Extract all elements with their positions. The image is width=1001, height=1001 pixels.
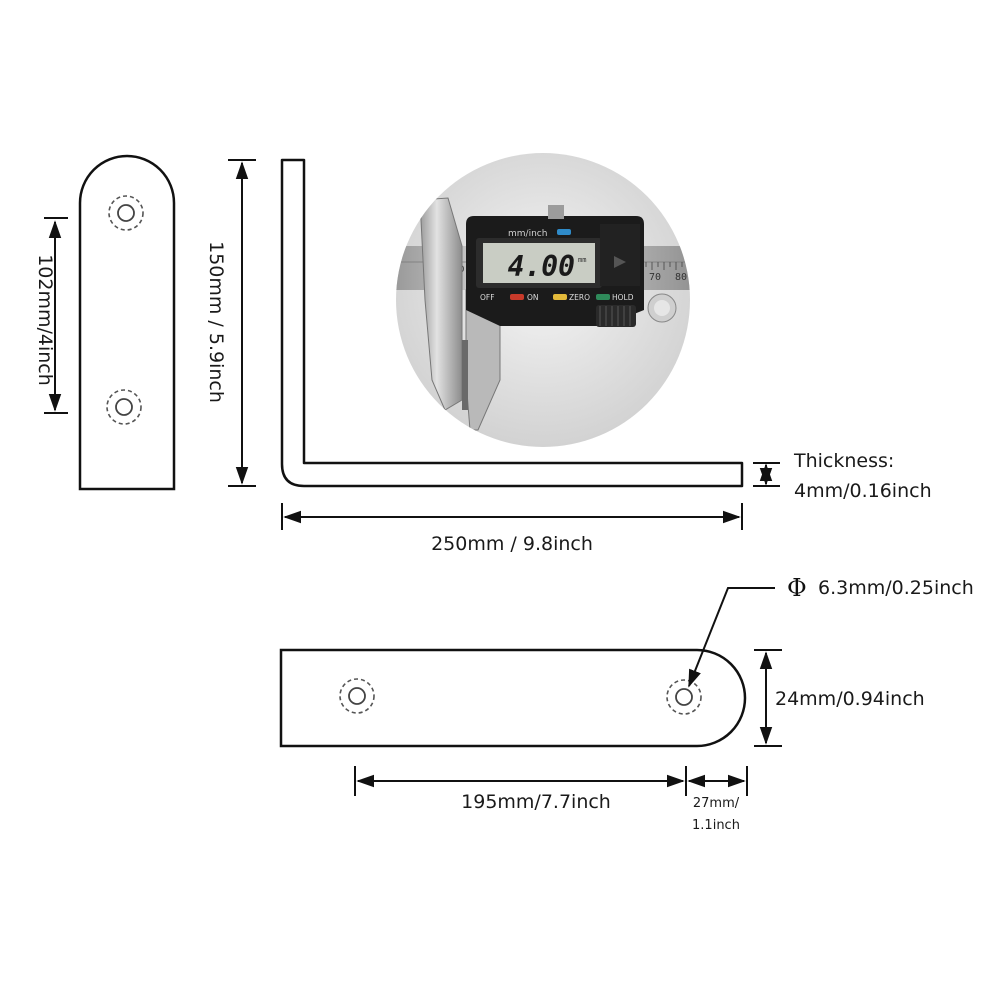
- bottom-view-strip: Φ 6.3mm/0.25inch 24mm/0.94inch 195mm/7.7…: [279, 574, 974, 833]
- caliper-reading: 4.00: [508, 250, 575, 283]
- caliper-btn-hold: HOLD: [612, 293, 634, 302]
- bottom-strip-outline: [279, 648, 747, 748]
- height-label: 150mm / 5.9inch: [205, 241, 227, 403]
- caliper-unit-button: [557, 229, 571, 235]
- caliper-btn-zero: ZERO: [569, 293, 590, 302]
- caliper-photo: 0 70 80 4.00 mm mm/inch OFF ON ZERO HO: [396, 153, 690, 447]
- bottom-hole-left: [339, 678, 375, 714]
- side-hole-bottom-inner: [115, 398, 133, 416]
- bottom-hole-right: [666, 679, 702, 715]
- l-bracket-profile: 150mm / 5.9inch Thickness: 4mm/0.16inch …: [205, 158, 932, 555]
- caliper-lcd: [483, 243, 595, 283]
- hole-diameter-leader: [688, 587, 775, 688]
- side-hole-top: [108, 195, 144, 231]
- caliper-right-panel: [600, 224, 640, 286]
- end-offset-label-line2: 1.1inch: [692, 818, 740, 833]
- caliper-workpiece: [462, 340, 468, 410]
- caliper-scale-70: 70: [649, 272, 661, 283]
- caliper-reading-unit: mm: [578, 256, 586, 264]
- side-strip-outline: [78, 154, 176, 491]
- end-offset-label-line1: 27mm/: [693, 796, 740, 811]
- side-hole-top-inner: [117, 204, 135, 222]
- bottom-hole-left-inner: [348, 687, 366, 705]
- caliper-scale-80: 80: [675, 272, 687, 283]
- caliper-btn-green: [596, 294, 610, 300]
- hole-diameter-label: 6.3mm/0.25inch: [818, 577, 974, 599]
- caliper-btn-red: [510, 294, 524, 300]
- side-view-strip: 102mm/4inch: [34, 154, 176, 491]
- caliper-btn-on: ON: [527, 293, 539, 302]
- l-bracket-outline: [280, 158, 744, 488]
- caliper-fixed-jaw: [419, 197, 463, 411]
- thickness-value: 4mm/0.16inch: [794, 480, 932, 502]
- caliper-screw-top: [548, 205, 564, 219]
- side-hole-spacing-label: 102mm/4inch: [34, 254, 56, 386]
- length-label: 250mm / 9.8inch: [431, 533, 593, 555]
- caliper-btn-yellow: [553, 294, 567, 300]
- width-label: 24mm/0.94inch: [775, 688, 925, 710]
- caliper-btn-off: OFF: [480, 293, 495, 302]
- caliper-unit-label: mm/inch: [508, 229, 547, 239]
- thickness-title: Thickness:: [793, 450, 894, 472]
- hole-diameter-symbol: Φ: [787, 574, 807, 602]
- hole-spacing-label: 195mm/7.7inch: [461, 791, 611, 813]
- bottom-hole-right-inner: [675, 688, 693, 706]
- side-hole-bottom: [106, 389, 142, 425]
